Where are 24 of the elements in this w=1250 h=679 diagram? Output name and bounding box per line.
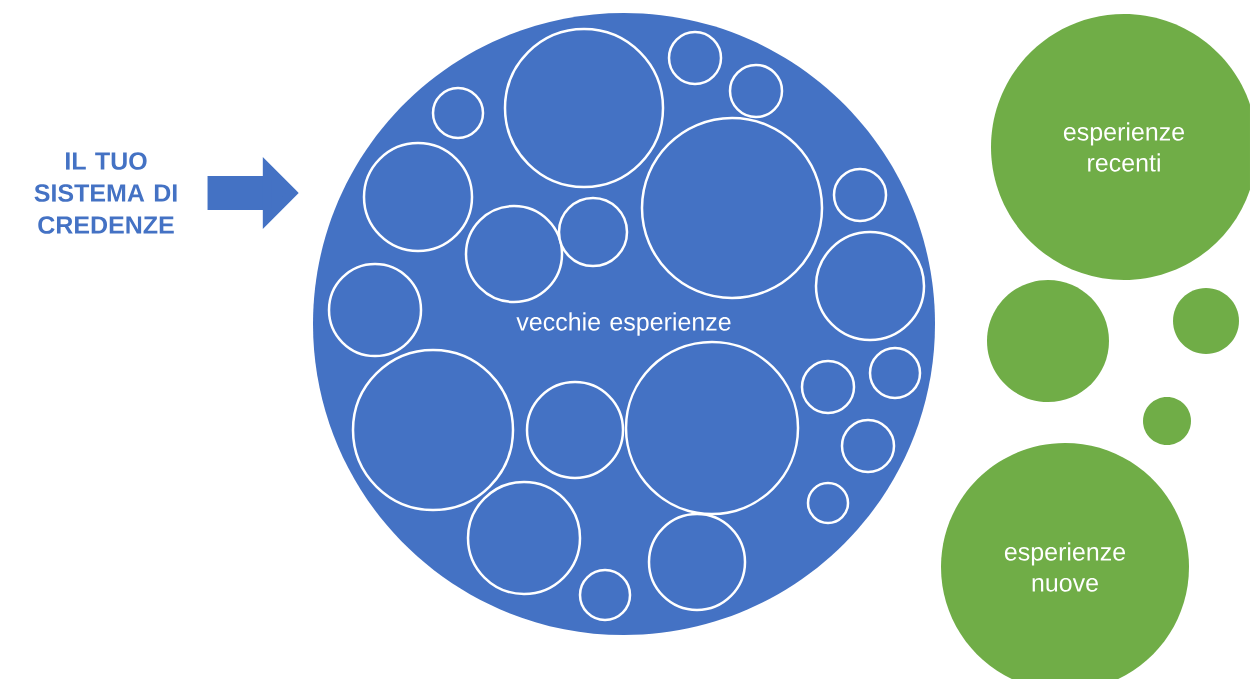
circle (431, 86, 485, 140)
circle (806, 481, 850, 525)
circle (640, 116, 824, 300)
circle (800, 359, 856, 415)
circle (466, 480, 582, 596)
circle (525, 380, 625, 480)
circle (832, 167, 888, 223)
circle (647, 512, 747, 612)
circle (987, 280, 1109, 402)
circle (351, 348, 515, 512)
circle (327, 262, 423, 358)
circle (868, 346, 922, 400)
circle (1143, 397, 1191, 445)
circle (503, 27, 665, 189)
circle (557, 196, 629, 268)
circle (464, 204, 564, 304)
circle (814, 230, 926, 342)
circle (1173, 288, 1239, 354)
heading-text: IL TUO SISTEMA DI CREDENZE (34, 152, 177, 234)
circle (840, 418, 896, 474)
circle (362, 141, 474, 253)
circle (728, 63, 784, 119)
circle (578, 568, 632, 622)
circle (667, 30, 723, 86)
